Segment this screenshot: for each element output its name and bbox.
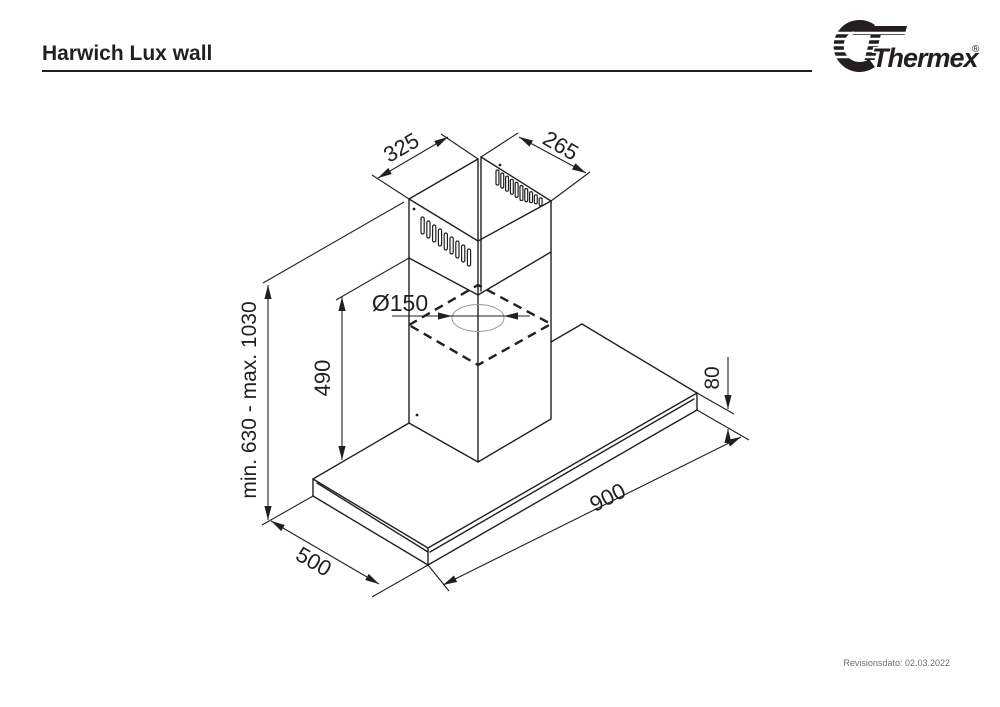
- revision-date: Revisionsdato: 02.03.2022: [843, 658, 950, 668]
- page-title: Harwich Lux wall: [42, 42, 213, 65]
- rivet-dot: [498, 163, 502, 167]
- vent-slots-left: [420, 216, 472, 267]
- extension-lines: [261, 132, 750, 598]
- chimney-outline: [408, 156, 552, 463]
- thermex-logo-icon: Thermex ®: [824, 20, 982, 75]
- dim-chimney-width-label: 325: [379, 127, 423, 167]
- dim-height-range-label: min. 630 - max. 1030: [238, 301, 261, 498]
- dim-duct-diameter-label: Ø150: [372, 290, 428, 316]
- rivet-dot: [412, 207, 416, 211]
- title-underline: [42, 70, 812, 72]
- logo-registered-mark: ®: [972, 44, 980, 55]
- dim-490-label: 490: [310, 360, 335, 397]
- logo-brand-text: Thermex: [872, 43, 980, 73]
- hidden-duct-rim: [406, 283, 554, 367]
- vent-slots-right: [495, 169, 543, 207]
- dim-chimney-depth-label: 265: [539, 125, 583, 165]
- dim-body-depth-label: 500: [292, 541, 336, 581]
- logo-g-swoosh: [824, 20, 912, 72]
- rivet-dot: [415, 413, 419, 417]
- hood-body-outline: [312, 323, 698, 566]
- dimension-lines: [264, 136, 742, 586]
- dim-thickness-label: 80: [701, 366, 724, 389]
